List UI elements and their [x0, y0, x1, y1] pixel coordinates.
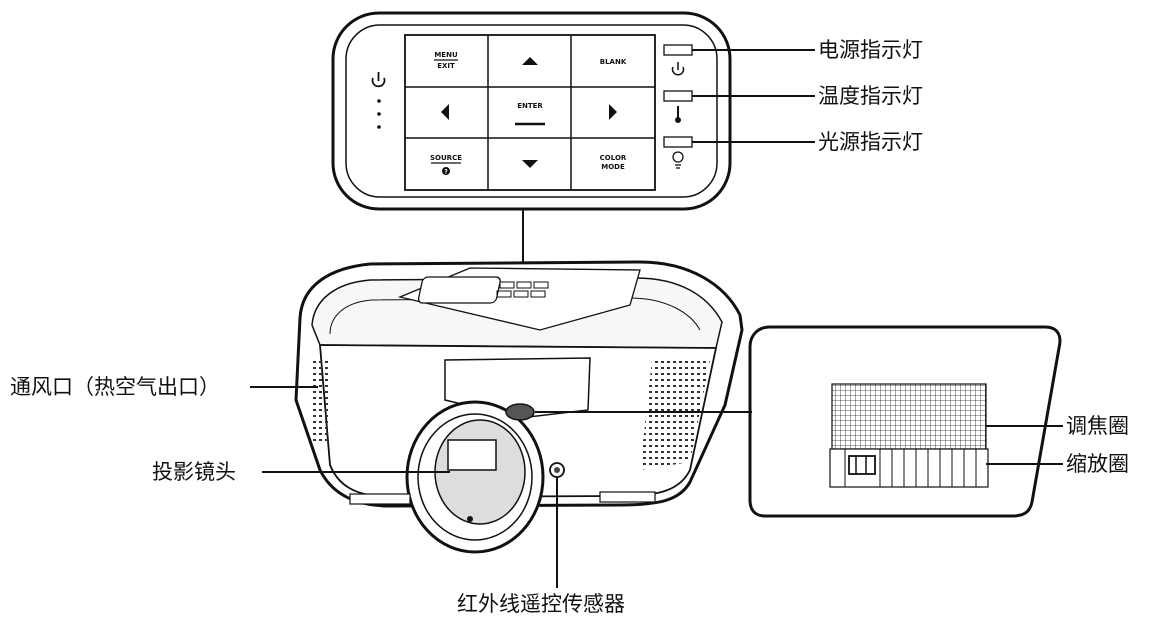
blank-label: BLANK: [600, 58, 627, 66]
zoom-ring-stripes: [829, 448, 989, 488]
menu-label: MENU: [434, 51, 458, 59]
led-dots-icon: [377, 99, 381, 129]
menu-exit-key[interactable]: MENU EXIT: [434, 51, 458, 70]
zoom-ring-label: 缩放圈: [1066, 452, 1129, 476]
focus-zoom-knob: [505, 403, 535, 421]
projector-body: [294, 260, 744, 554]
focus-ring-grid: [831, 383, 987, 450]
down-key[interactable]: [522, 160, 538, 168]
keypad-panel: MENU EXIT BLANK ENTER SOURCE ?: [331, 11, 732, 211]
thermometer-icon: [675, 106, 681, 123]
power-indicator-label: 电源指示灯: [818, 38, 923, 62]
front-right-vents: [640, 360, 710, 470]
source-label: SOURCE: [430, 154, 462, 162]
lamp-icon: [672, 151, 684, 169]
lens-detail-inset: [748, 325, 1062, 518]
up-key[interactable]: [522, 57, 538, 65]
source-badge: ?: [444, 169, 448, 176]
arrow-left-icon: [441, 104, 449, 120]
mode-label: MODE: [601, 163, 625, 171]
arrow-right-icon: [609, 104, 617, 120]
exit-label: EXIT: [437, 62, 455, 70]
vent-label: 通风口（热空气出口）: [10, 375, 220, 399]
enter-label: ENTER: [517, 102, 543, 110]
projection-lens: [405, 400, 545, 554]
focus-ring-label: 调焦圈: [1066, 414, 1129, 438]
temp-indicator-label: 温度指示灯: [818, 84, 923, 108]
lens-label: 投影镜头: [152, 460, 236, 484]
arrow-up-icon: [522, 57, 538, 65]
enter-key[interactable]: ENTER: [515, 102, 545, 126]
power-icon: [371, 72, 386, 88]
blank-key[interactable]: BLANK: [600, 58, 627, 66]
power-icon: [671, 62, 685, 76]
arrow-down-icon: [522, 160, 538, 168]
source-key[interactable]: SOURCE ?: [430, 154, 462, 176]
color-label: COLOR: [600, 154, 627, 162]
lamp-indicator-label: 光源指示灯: [818, 130, 923, 154]
side-vents: [312, 360, 330, 445]
left-key[interactable]: [441, 104, 449, 120]
top-keypad: [417, 276, 549, 304]
color-mode-key[interactable]: COLOR MODE: [600, 154, 627, 171]
right-key[interactable]: [609, 104, 617, 120]
ir-sensor-label: 红外线遥控传感器: [457, 592, 625, 616]
